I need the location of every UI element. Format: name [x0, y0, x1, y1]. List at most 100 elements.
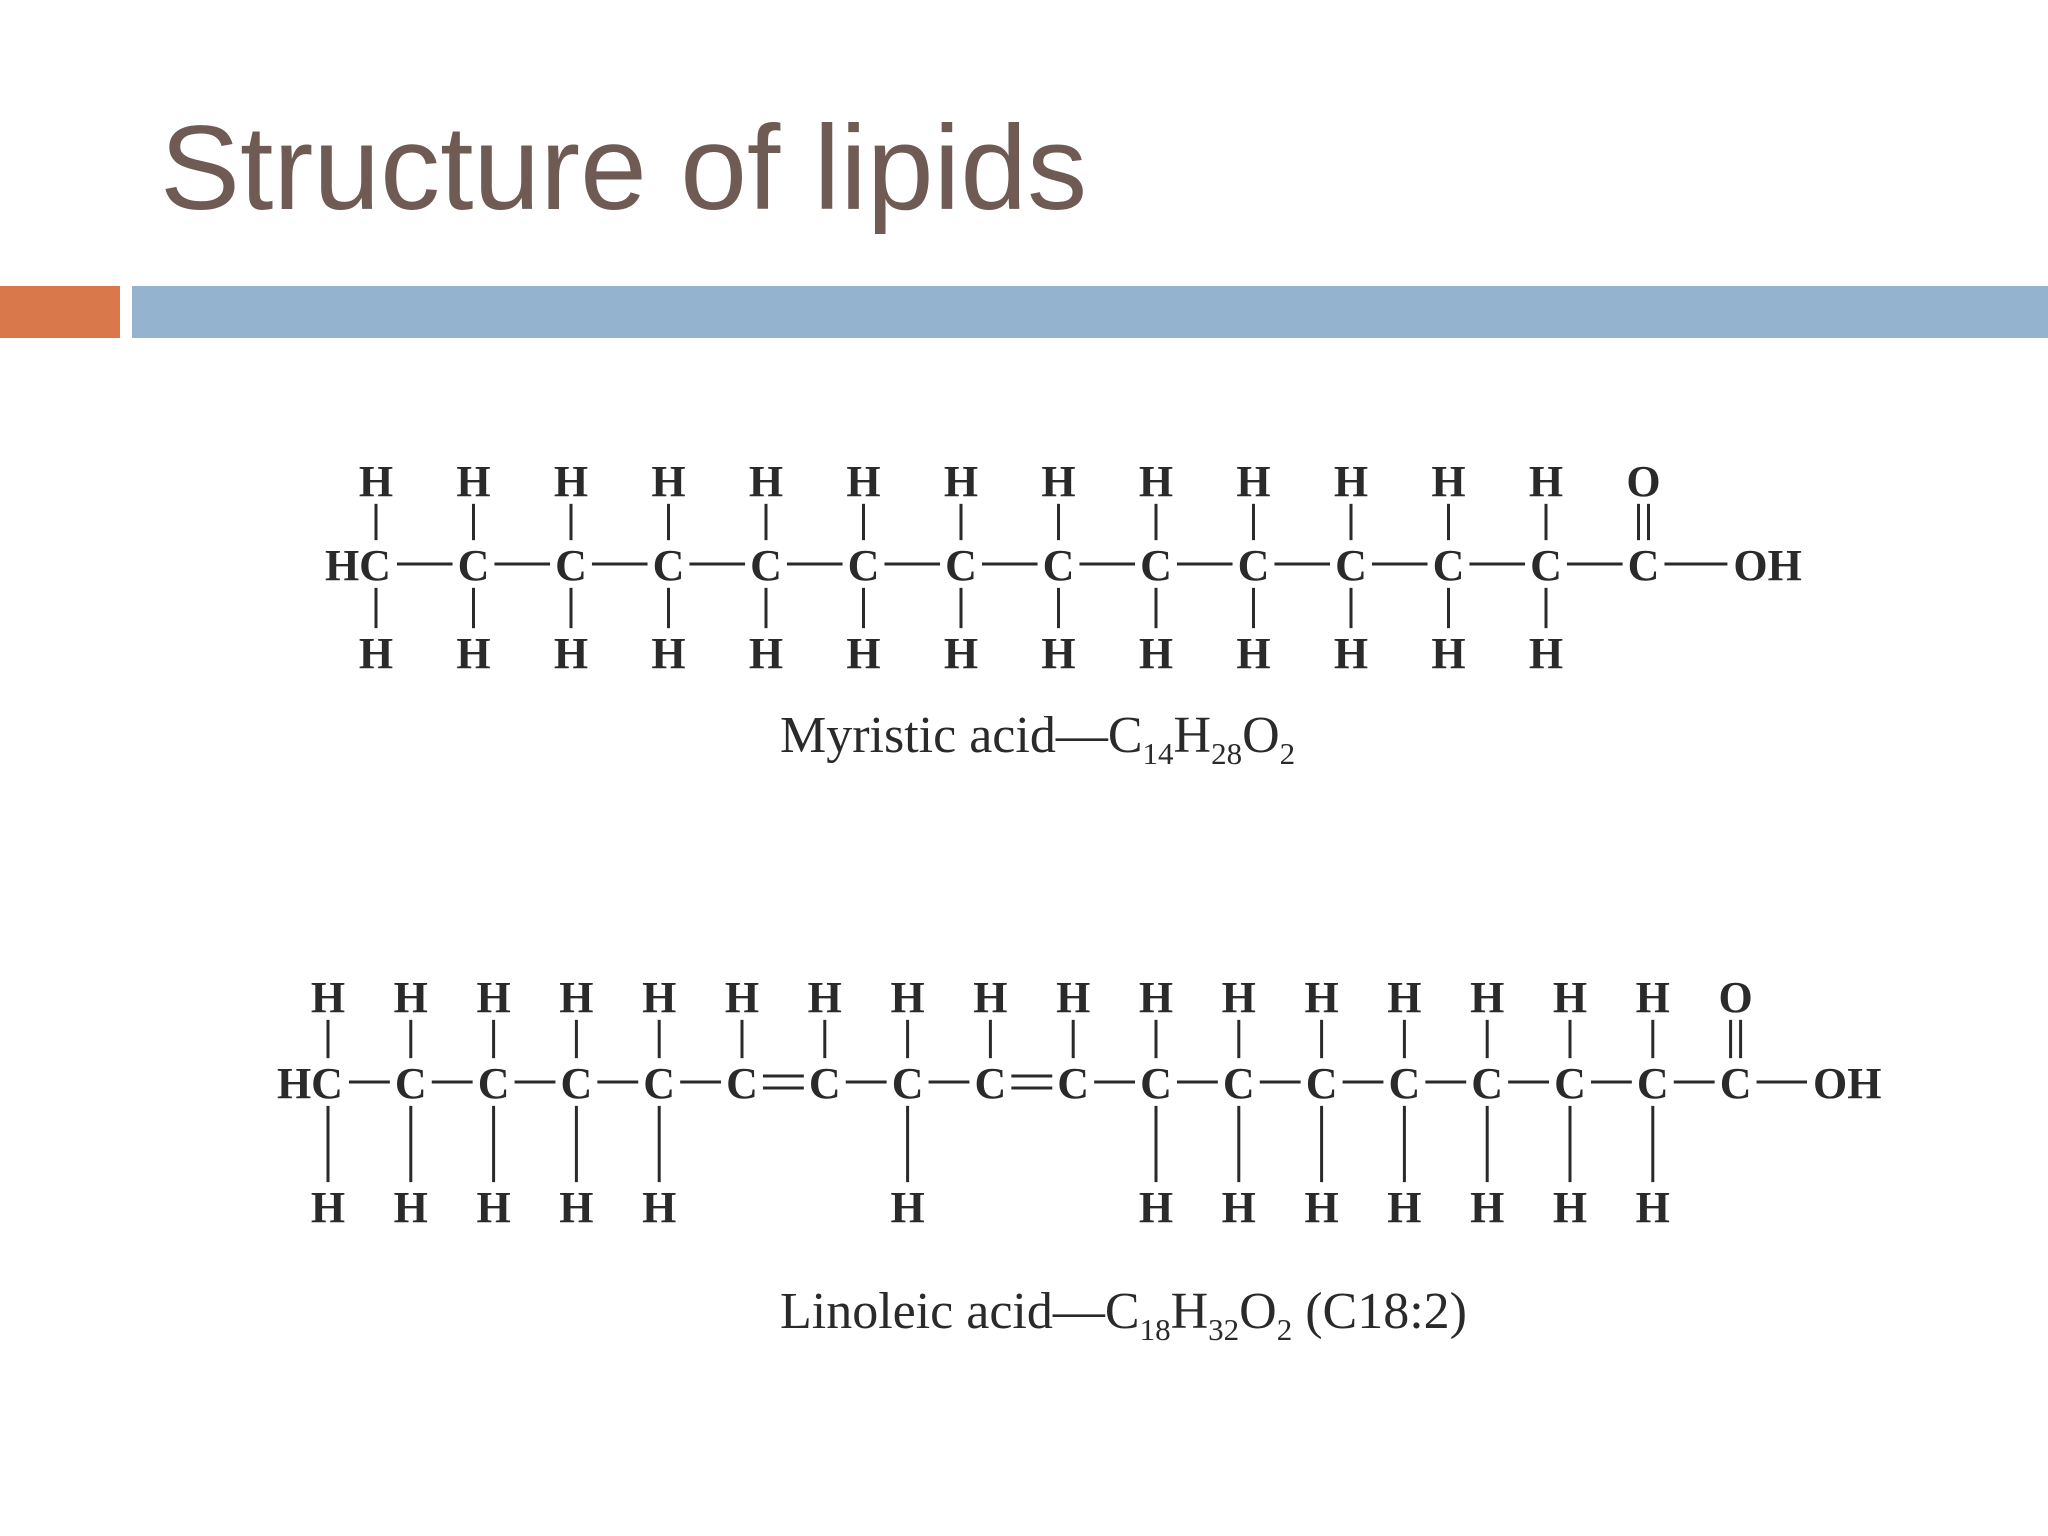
- atom-group: CHH: [1387, 973, 1421, 1232]
- carbon-label: C: [726, 1059, 758, 1108]
- formula-element: C: [1108, 707, 1143, 764]
- hydrogen-label: H: [1470, 1183, 1504, 1232]
- carbon-label: C: [809, 1059, 841, 1108]
- hydrogen-label: H: [1636, 973, 1670, 1022]
- atom-group: CHH: [1431, 457, 1465, 678]
- carbon-label: C: [555, 541, 587, 590]
- atom-group: CO: [1626, 457, 1660, 590]
- atom-group: CHH: [476, 973, 510, 1232]
- hydroxyl-label: OH: [1813, 1059, 1881, 1108]
- atom-group: CHH: [1139, 457, 1173, 678]
- hydrogen-label: H: [1304, 973, 1338, 1022]
- hydrogen-label: H: [1636, 1183, 1670, 1232]
- carbon-label: C: [1433, 541, 1465, 590]
- carbon-label: C: [1335, 541, 1367, 590]
- carbon-label: C: [1628, 541, 1660, 590]
- hydrogen-label: H: [846, 457, 880, 506]
- atom-group: CHH: [1139, 973, 1173, 1232]
- caption-name: Linoleic acid—: [780, 1283, 1106, 1340]
- formula-element: O: [1239, 1283, 1277, 1340]
- hydrogen-label: H: [1139, 629, 1173, 678]
- carbon-label: C: [1471, 1059, 1503, 1108]
- atom-group: CHH: [456, 457, 490, 678]
- formula-subscript: 2: [1277, 1312, 1293, 1347]
- hydrogen-label: H: [1387, 1183, 1421, 1232]
- carbon-label: C: [975, 1059, 1007, 1108]
- hydrogen-label: H: [1041, 457, 1075, 506]
- atom-group: CHH: [1304, 973, 1338, 1232]
- atom-group: CHH: [1334, 457, 1368, 678]
- hydrogen-label: H: [1222, 1183, 1256, 1232]
- atom-group: CHH: [1636, 973, 1670, 1232]
- hydrogen-label: H: [1056, 973, 1090, 1022]
- hydrogen-label: H: [311, 1183, 345, 1232]
- carbon-label: C: [561, 1059, 593, 1108]
- hydrogen-label: H: [559, 1183, 593, 1232]
- formula-subscript: 18: [1140, 1312, 1171, 1347]
- title-divider-bar-blue: [132, 286, 2048, 338]
- hydroxyl-label: OH: [1733, 541, 1801, 590]
- carbon-label: C: [848, 541, 880, 590]
- hydrogen-label: H: [749, 629, 783, 678]
- carbonyl-oxygen-label: O: [1718, 973, 1752, 1022]
- hydrogen-label: H: [1553, 1183, 1587, 1232]
- atom-group: CHH: [642, 973, 676, 1232]
- atom-group: CHH: [1529, 457, 1563, 678]
- carbon-label: C: [1554, 1059, 1586, 1108]
- atom-group: CHH: [554, 457, 588, 678]
- hydrogen-label: H: [456, 629, 490, 678]
- hydrogen-label: H: [642, 973, 676, 1022]
- atom-group: CHH: [749, 457, 783, 678]
- hydrogen-label: H: [808, 973, 842, 1022]
- title-accent-bar-orange: [0, 286, 120, 338]
- atom-group: CHH: [890, 973, 924, 1232]
- hydrogen-label: H: [1387, 973, 1421, 1022]
- hydrogen-label: H: [456, 457, 490, 506]
- formula-element: C: [1105, 1283, 1140, 1340]
- carbon-label: C: [1140, 1059, 1172, 1108]
- hydrogen-label: H: [749, 457, 783, 506]
- carbon-label: C: [1140, 541, 1172, 590]
- carbonyl-oxygen-label: O: [1626, 457, 1660, 506]
- atom-group: CH: [808, 973, 842, 1108]
- hydrogen-label: H: [1139, 1183, 1173, 1232]
- hydrogen-label: H: [651, 457, 685, 506]
- hydrogen-label: H: [559, 973, 593, 1022]
- atom-group: CHH: [559, 973, 593, 1232]
- formula-subscript: 14: [1143, 736, 1175, 771]
- atom-group: CH H: [846, 457, 880, 678]
- hydrogen-label: H: [359, 629, 393, 678]
- carbon-label: C: [1238, 541, 1270, 590]
- hydrogen-label: H: [394, 1183, 428, 1232]
- hydrogen-label: H: [1431, 457, 1465, 506]
- carbon-label: C: [653, 541, 685, 590]
- carbon-label: C: [395, 1059, 427, 1108]
- hydrogen-label: H: [846, 629, 880, 678]
- hydrogen-label: H: [890, 973, 924, 1022]
- carbon-label: C: [643, 1059, 675, 1108]
- atom-group: OH: [1813, 1059, 1881, 1108]
- hydrogen-label: H: [944, 457, 978, 506]
- hydrogen-label: H: [1041, 629, 1075, 678]
- carbon-label: C: [478, 1059, 510, 1108]
- hydrogen-label: H: [1222, 973, 1256, 1022]
- hydrogen-label: H: [973, 973, 1007, 1022]
- atom-group: CH H: [651, 457, 685, 678]
- carbon-label: C: [1306, 1059, 1338, 1108]
- atom-group: CHH: [394, 973, 428, 1232]
- atom-group: CHH: [1222, 973, 1256, 1232]
- hydrogen-label: H: [1470, 973, 1504, 1022]
- hydrogen-label: H: [476, 973, 510, 1022]
- atom-group: CHH: [1236, 457, 1270, 678]
- atom-group: CHH: [1041, 457, 1075, 678]
- carbon-label: C: [1057, 1059, 1089, 1108]
- hydrogen-label: H: [1553, 973, 1587, 1022]
- atom-group: CHH: [1553, 973, 1587, 1232]
- hydrogen-label: H: [651, 629, 685, 678]
- hydrogen-label: H: [359, 457, 393, 506]
- linoleic-acid-structure: HCHHCHHCHHCHHCHHCHCHCHHCHCHCHHCHHCHHCHHC…: [277, 973, 1882, 1347]
- hydrogen-label: H: [725, 973, 759, 1022]
